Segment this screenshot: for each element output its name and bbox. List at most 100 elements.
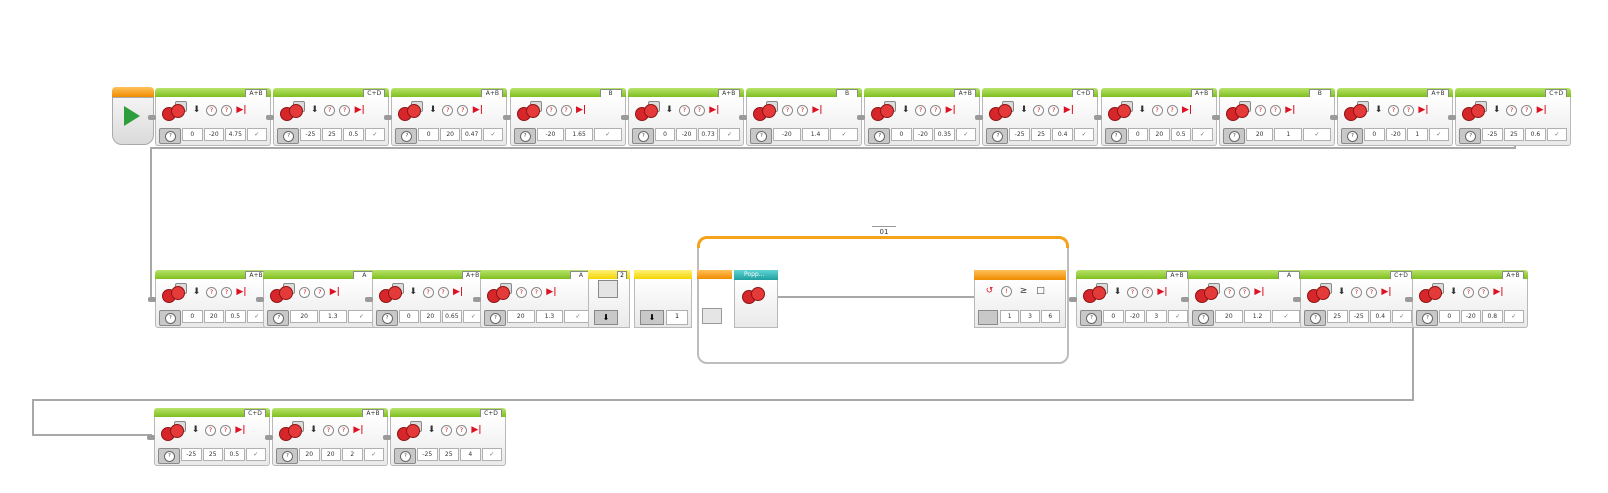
param-value[interactable]: 0 bbox=[654, 128, 676, 141]
mode-selector[interactable]: ? bbox=[267, 310, 290, 326]
mode-selector[interactable]: ? bbox=[631, 128, 654, 144]
mode-selector[interactable]: ? bbox=[1459, 128, 1482, 144]
param-value[interactable]: 25 bbox=[438, 448, 459, 461]
mode-selector[interactable]: ? bbox=[1222, 128, 1245, 144]
param-value[interactable]: 0.5 bbox=[343, 128, 364, 141]
param-value[interactable]: -20 bbox=[1124, 310, 1145, 323]
param-value[interactable]: 0 bbox=[1364, 128, 1385, 141]
mode-selector[interactable] bbox=[978, 310, 998, 325]
param-value[interactable]: 25 bbox=[1503, 128, 1525, 141]
param-value[interactable]: 1 bbox=[1407, 128, 1428, 141]
loop-param[interactable]: 3 bbox=[1020, 310, 1040, 323]
param-value[interactable]: ✓ bbox=[1428, 128, 1449, 141]
mode-selector[interactable]: ? bbox=[986, 128, 1009, 144]
param-value[interactable]: ✓ bbox=[1167, 310, 1188, 323]
param-value[interactable]: ✓ bbox=[1391, 310, 1412, 323]
start-block[interactable] bbox=[112, 87, 154, 145]
param-value[interactable]: ✓ bbox=[593, 128, 622, 141]
param-value[interactable]: 4 bbox=[460, 448, 481, 461]
param-value[interactable]: ✓ bbox=[1073, 128, 1095, 141]
param-value[interactable]: 0 bbox=[182, 310, 203, 323]
param-value[interactable]: 0.73 bbox=[697, 128, 719, 141]
param-value[interactable]: 25 bbox=[321, 128, 343, 141]
param-value[interactable]: ✓ bbox=[1503, 310, 1524, 323]
mode-selector[interactable]: ? bbox=[1104, 128, 1127, 144]
param-value[interactable]: 20 bbox=[506, 310, 535, 323]
param-value[interactable]: 25 bbox=[1030, 128, 1052, 141]
param-value[interactable]: 20 bbox=[290, 310, 318, 323]
param-value[interactable]: -20 bbox=[773, 128, 801, 141]
param-value[interactable]: ✓ bbox=[830, 128, 859, 141]
param-value[interactable]: 1 bbox=[1274, 128, 1303, 141]
param-value[interactable]: 0 bbox=[1439, 310, 1460, 323]
mode-selector[interactable]: ? bbox=[868, 128, 891, 144]
mode-selector[interactable]: ? bbox=[1341, 128, 1363, 144]
param-value[interactable]: 1.2 bbox=[1243, 310, 1272, 323]
mode-selector[interactable]: ? bbox=[483, 310, 506, 326]
param-value[interactable]: 0 bbox=[182, 128, 203, 141]
param-value[interactable]: -20 bbox=[203, 128, 224, 141]
mode-selector[interactable]: ? bbox=[277, 128, 300, 144]
mode-selector[interactable]: ? bbox=[159, 128, 181, 144]
param-value[interactable]: 20 bbox=[320, 448, 341, 461]
param-value[interactable]: 1.4 bbox=[801, 128, 830, 141]
mode-selector[interactable]: ? bbox=[1192, 310, 1214, 326]
param-value[interactable]: ✓ bbox=[955, 128, 977, 141]
param-value[interactable]: -25 bbox=[1009, 128, 1030, 141]
param-value[interactable]: 2 bbox=[342, 448, 363, 461]
param-value[interactable]: ✓ bbox=[1546, 128, 1568, 141]
mode-selector[interactable]: ? bbox=[395, 128, 418, 144]
param-value[interactable]: ✓ bbox=[1192, 128, 1213, 141]
mode-selector[interactable]: ? bbox=[276, 448, 298, 464]
mode-selector[interactable]: ? bbox=[513, 128, 536, 144]
param-value[interactable]: 4.75 bbox=[225, 128, 246, 141]
popup-block[interactable]: Popp... bbox=[734, 270, 778, 328]
brick-status-block[interactable]: 2 ⬇ bbox=[588, 270, 630, 328]
wait-value[interactable]: 1 bbox=[666, 310, 688, 325]
param-value[interactable]: 0.65 bbox=[441, 310, 463, 323]
mode-selector[interactable]: ? bbox=[375, 310, 398, 326]
param-value[interactable]: 0 bbox=[1127, 128, 1149, 141]
param-value[interactable]: -25 bbox=[300, 128, 321, 141]
param-value[interactable]: ✓ bbox=[1303, 128, 1331, 141]
param-value[interactable]: 25 bbox=[1327, 310, 1348, 323]
wait-block[interactable]: ⬇ 1 bbox=[634, 270, 692, 328]
param-value[interactable]: ✓ bbox=[363, 448, 384, 461]
param-value[interactable]: 0 bbox=[1103, 310, 1124, 323]
param-value[interactable]: 0.4 bbox=[1052, 128, 1073, 141]
param-value[interactable]: 0 bbox=[418, 128, 439, 141]
param-value[interactable]: -20 bbox=[676, 128, 697, 141]
loop-param[interactable]: 6 bbox=[1040, 310, 1060, 323]
param-value[interactable]: 20 bbox=[1149, 128, 1170, 141]
mode-selector[interactable]: ? bbox=[1304, 310, 1326, 326]
loop-end[interactable]: ↺ ! ≥ □ 1 3 6 bbox=[974, 270, 1066, 328]
mode-selector[interactable]: ? bbox=[158, 448, 180, 464]
param-value[interactable]: -25 bbox=[417, 448, 438, 461]
param-value[interactable]: -20 bbox=[1460, 310, 1481, 323]
param-value[interactable]: -20 bbox=[912, 128, 934, 141]
param-value[interactable]: 3 bbox=[1146, 310, 1167, 323]
param-value[interactable]: 20 bbox=[203, 310, 224, 323]
param-value[interactable]: ✓ bbox=[1272, 310, 1301, 323]
mode-selector[interactable]: ? bbox=[1416, 310, 1438, 326]
loop-name[interactable]: 01 bbox=[872, 226, 896, 237]
param-value[interactable]: 0.47 bbox=[461, 128, 482, 141]
param-value[interactable]: 0 bbox=[891, 128, 912, 141]
param-value[interactable]: ✓ bbox=[364, 128, 386, 141]
download-icon[interactable]: ⬇ bbox=[640, 310, 664, 325]
